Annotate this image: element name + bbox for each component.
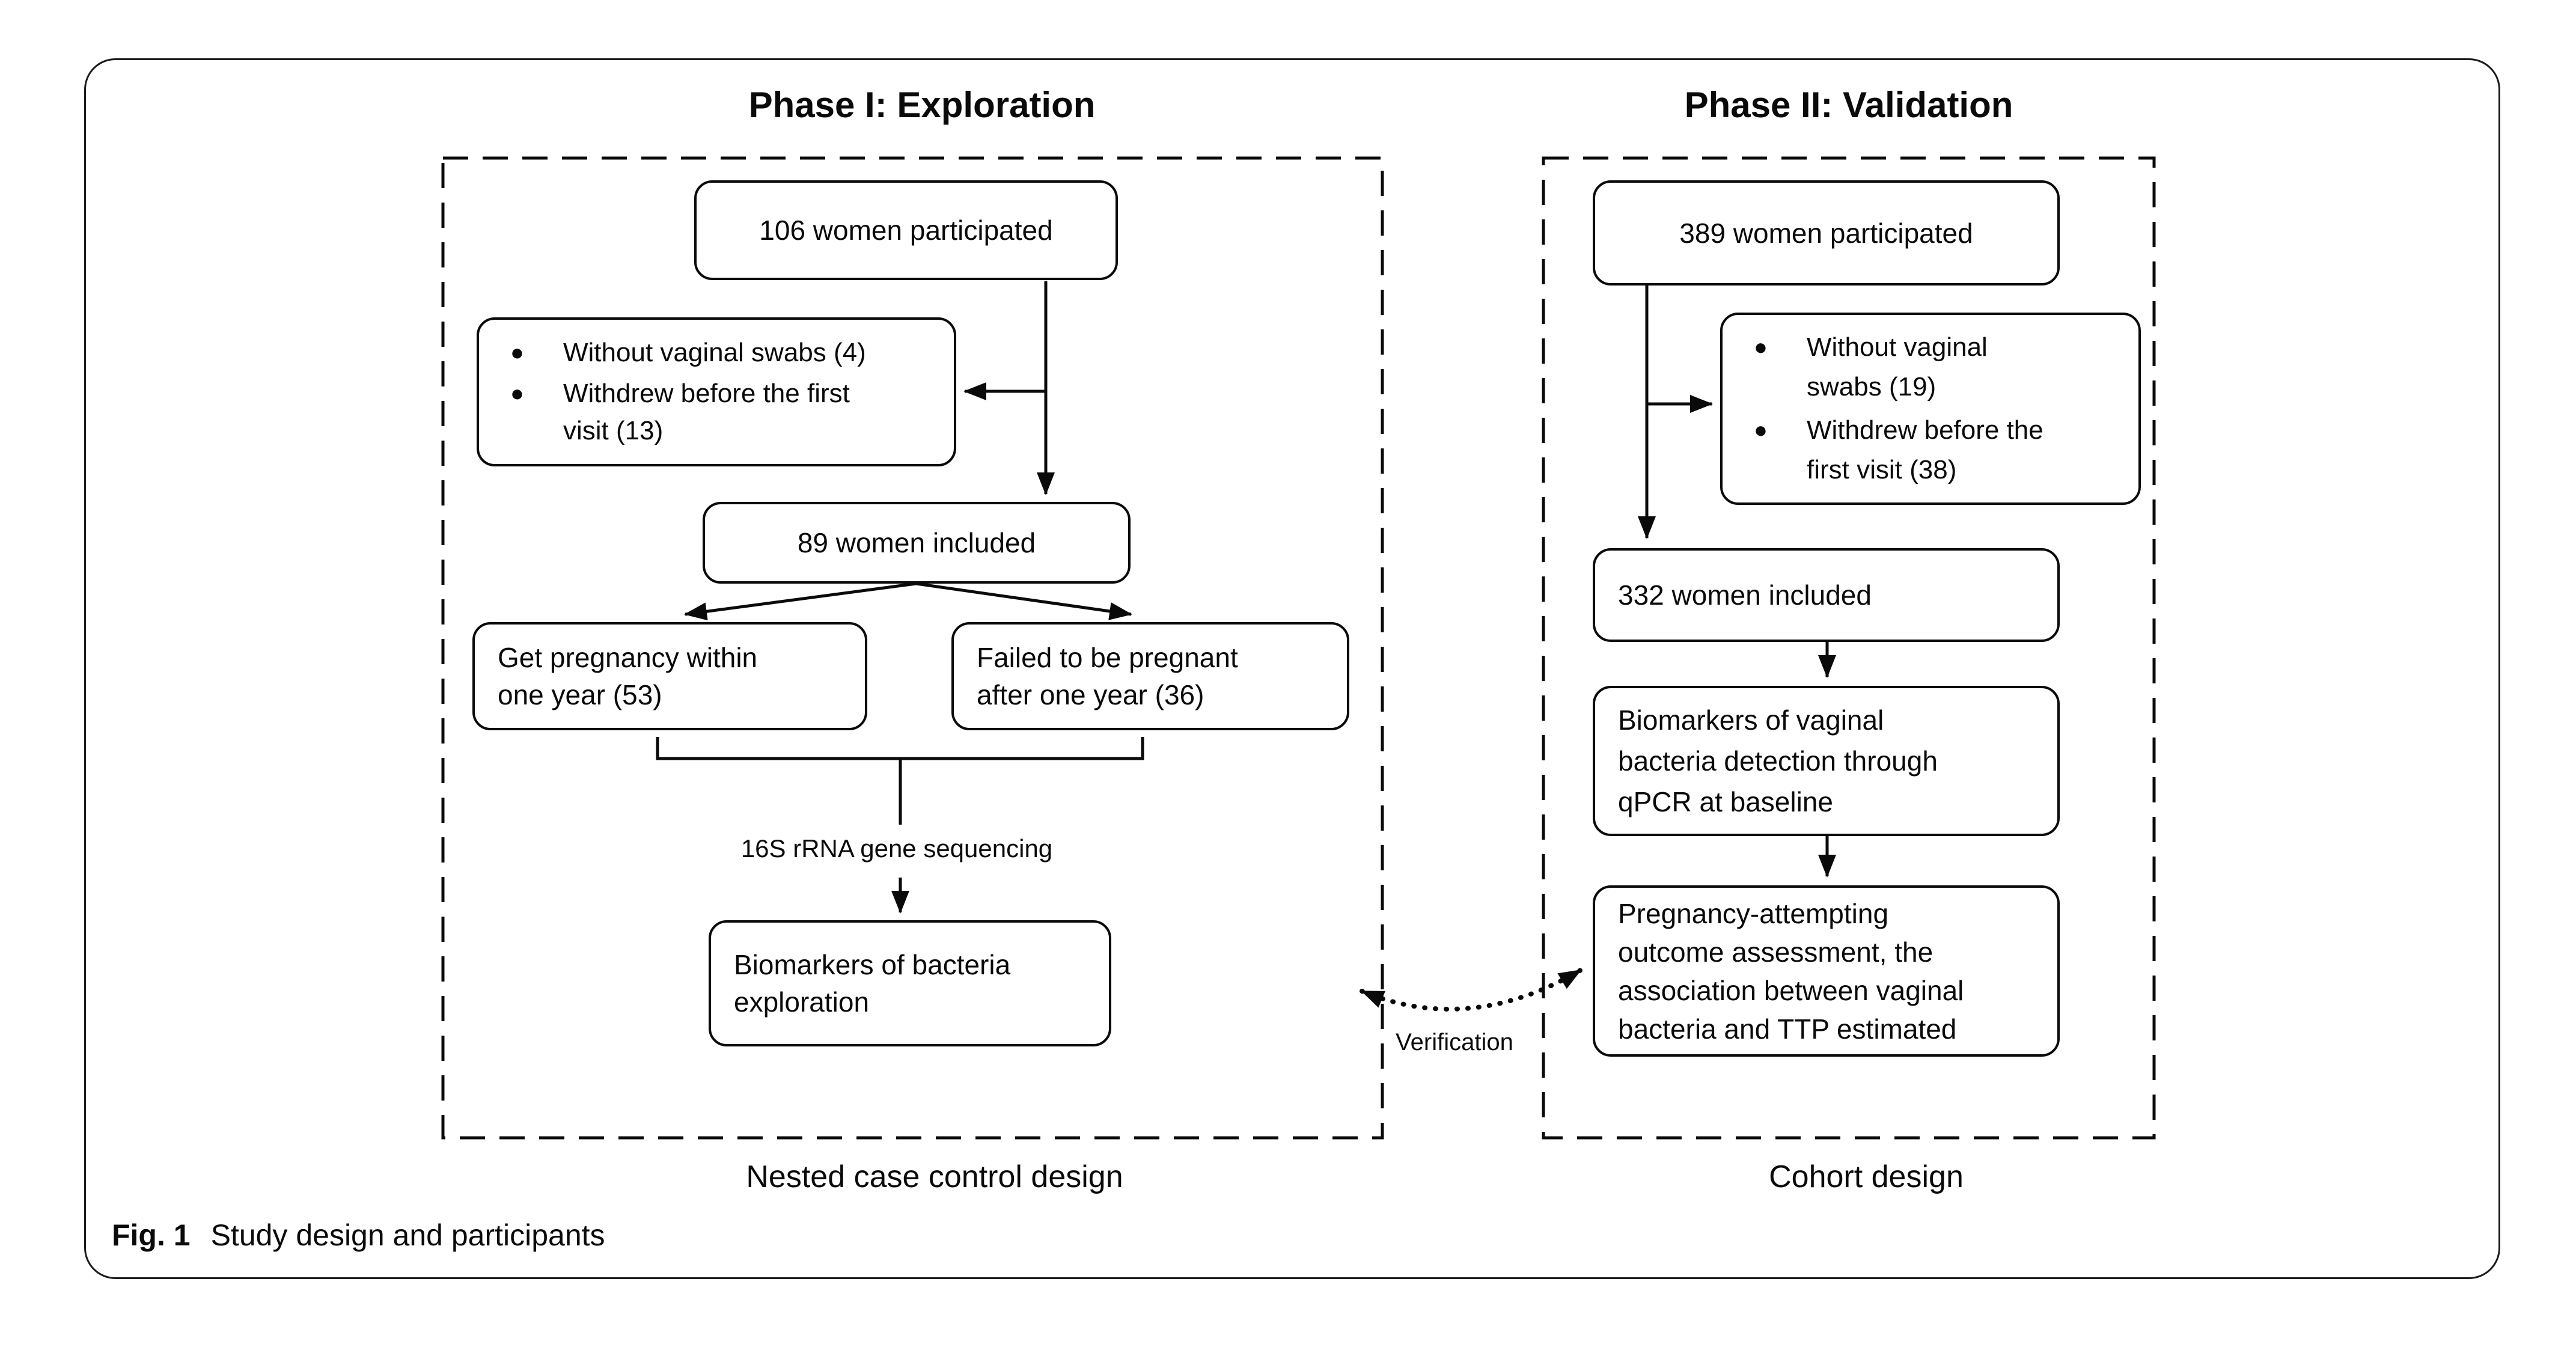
node-included-phase1-text: 89 women included — [797, 527, 1036, 558]
phase2-design-label: Cohort design — [1769, 1159, 1964, 1194]
excluded2-item-2-text: Withdrew before the first visit (38) — [1807, 415, 2043, 484]
excluded2-item-2: ● Withdrew before the first visit (38) — [1754, 411, 2126, 490]
node-excluded-phase2: ● Without vaginal swabs (19) ● Withdrew … — [1720, 313, 2141, 505]
node-participated-phase1-text: 106 women participated — [759, 215, 1053, 246]
phase1-design-label: Nested case control design — [746, 1159, 1123, 1194]
node-participated-phase1: 106 women participated — [694, 180, 1118, 280]
arrow-89-to-failed — [915, 582, 1132, 620]
excluded2-item-1: ● Without vaginal swabs (19) — [1754, 328, 2126, 407]
bullet-icon: ● — [510, 340, 524, 365]
node-outcome-phase2: Pregnancy-attempting outcome assessment,… — [1593, 885, 2060, 1057]
excluded1-item-1-text: Without vaginal swabs (4) — [563, 338, 866, 367]
node-biomarkers-phase1-text: Biomarkers of bacteria exploration — [734, 949, 1011, 1018]
figure-border — [84, 58, 2500, 1279]
phase1-dashed-region — [441, 156, 1384, 1140]
node-outcome-phase2-text: Pregnancy-attempting outcome assessment,… — [1618, 897, 1964, 1045]
node-participated-phase2: 389 women participated — [1593, 180, 2060, 286]
arrow-89-to-pregnant — [684, 582, 917, 621]
bullet-icon: ● — [510, 381, 524, 406]
verification-label: Verification — [1396, 1029, 1513, 1055]
node-included-phase2-text: 332 women included — [1618, 579, 1872, 611]
bullet-icon: ● — [1754, 335, 1768, 360]
node-pregnant-phase1: Get pregnancy within one year (53) — [472, 622, 867, 730]
node-qpcr-phase2: Biomarkers of vaginal bacteria detection… — [1593, 686, 2060, 836]
bullet-icon: ● — [1754, 418, 1768, 443]
node-not-pregnant-phase1: Failed to be pregnant after one year (36… — [951, 622, 1349, 730]
node-qpcr-phase2-text: Biomarkers of vaginal bacteria detection… — [1618, 704, 1938, 817]
figure-caption-text: Study design and participants — [210, 1218, 605, 1252]
excluded1-item-1: ● Without vaginal swabs (4) — [510, 334, 942, 371]
node-excluded-phase1: ● Without vaginal swabs (4) ● Withdrew b… — [477, 317, 956, 466]
node-included-phase1: 89 women included — [703, 502, 1131, 584]
excluded1-item-2: ● Withdrew before the first visit (13) — [510, 375, 942, 450]
excluded2-item-1-text: Without vaginal swabs (19) — [1807, 332, 1988, 402]
verification-dotted-arrow — [1360, 968, 1583, 1012]
excluded1-item-2-text: Withdrew before the first visit (13) — [563, 379, 850, 445]
node-biomarkers-phase1: Biomarkers of bacteria exploration — [709, 920, 1111, 1046]
phase1-title: Phase I: Exploration — [748, 85, 1096, 125]
figure-caption: Fig. 1 Study design and participants — [112, 1218, 605, 1253]
node-not-pregnant-phase1-text: Failed to be pregnant after one year (36… — [977, 642, 1238, 710]
node-included-phase2: 332 women included — [1593, 548, 2060, 642]
phase2-title: Phase II: Validation — [1684, 85, 2013, 125]
node-pregnant-phase1-text: Get pregnancy within one year (53) — [498, 642, 758, 710]
node-participated-phase2-text: 389 women participated — [1679, 217, 1973, 249]
sequencing-label: 16S rRNA gene sequencing — [740, 834, 1053, 863]
figure-caption-label: Fig. 1 — [112, 1218, 191, 1252]
merge-bracket — [656, 737, 1144, 760]
